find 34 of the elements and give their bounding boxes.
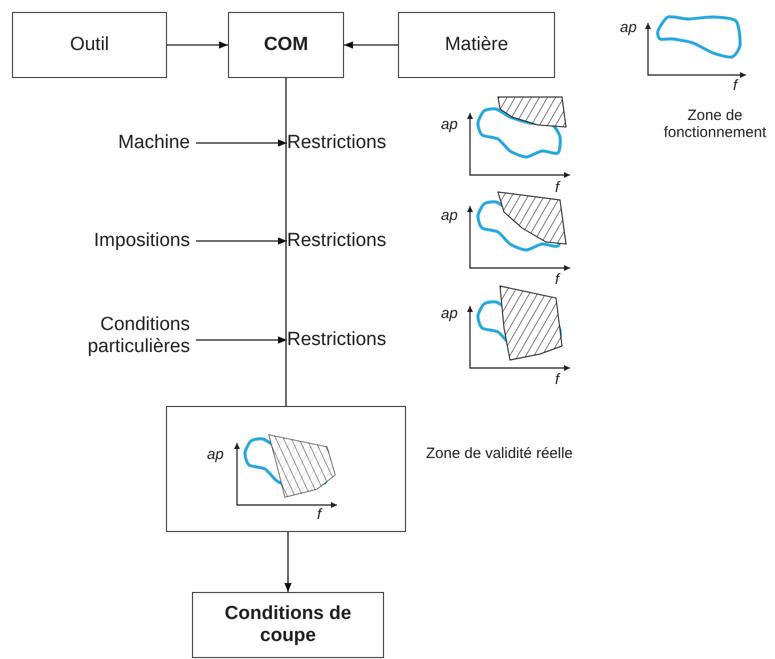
zone-caption: Zone de fonctionnement: [662, 108, 768, 141]
axis-label: f: [555, 180, 560, 196]
input-label: Impositions: [40, 228, 190, 254]
restriction-label: Restrictions: [287, 130, 427, 156]
node-text: Matière: [444, 34, 508, 56]
axis-label-f: f: [317, 507, 322, 524]
node-text: Outil: [70, 34, 110, 56]
arrow: [196, 237, 287, 245]
process-box: [228, 12, 344, 78]
axis-label: ap: [620, 20, 637, 36]
input-label: Machine: [40, 130, 190, 156]
restriction-label: Restrictions: [287, 228, 427, 254]
node-text: Conditions de coupe: [224, 603, 352, 647]
input-label: Conditions particulières: [40, 313, 190, 359]
arrow: [196, 336, 287, 344]
process-box: [166, 406, 406, 532]
node-text: COM: [264, 34, 308, 56]
arrow: [196, 139, 287, 147]
axis-label: f: [555, 372, 560, 388]
connector-line: [285, 78, 287, 406]
arrow: [284, 532, 292, 592]
process-box: [12, 12, 167, 78]
axis-label: f: [733, 78, 738, 94]
axis-label: f: [555, 272, 560, 288]
process-box: [192, 592, 384, 658]
arrow: [344, 41, 398, 49]
process-box: [398, 12, 555, 78]
axis-label-ap: ap: [207, 447, 224, 464]
zone-caption: Zone de validité réelle: [426, 446, 574, 462]
axis-label: ap: [441, 208, 458, 224]
arrow: [167, 41, 228, 49]
axis-label: ap: [441, 306, 458, 322]
restriction-label: Restrictions: [287, 327, 427, 353]
axis-label: ap: [441, 117, 458, 134]
